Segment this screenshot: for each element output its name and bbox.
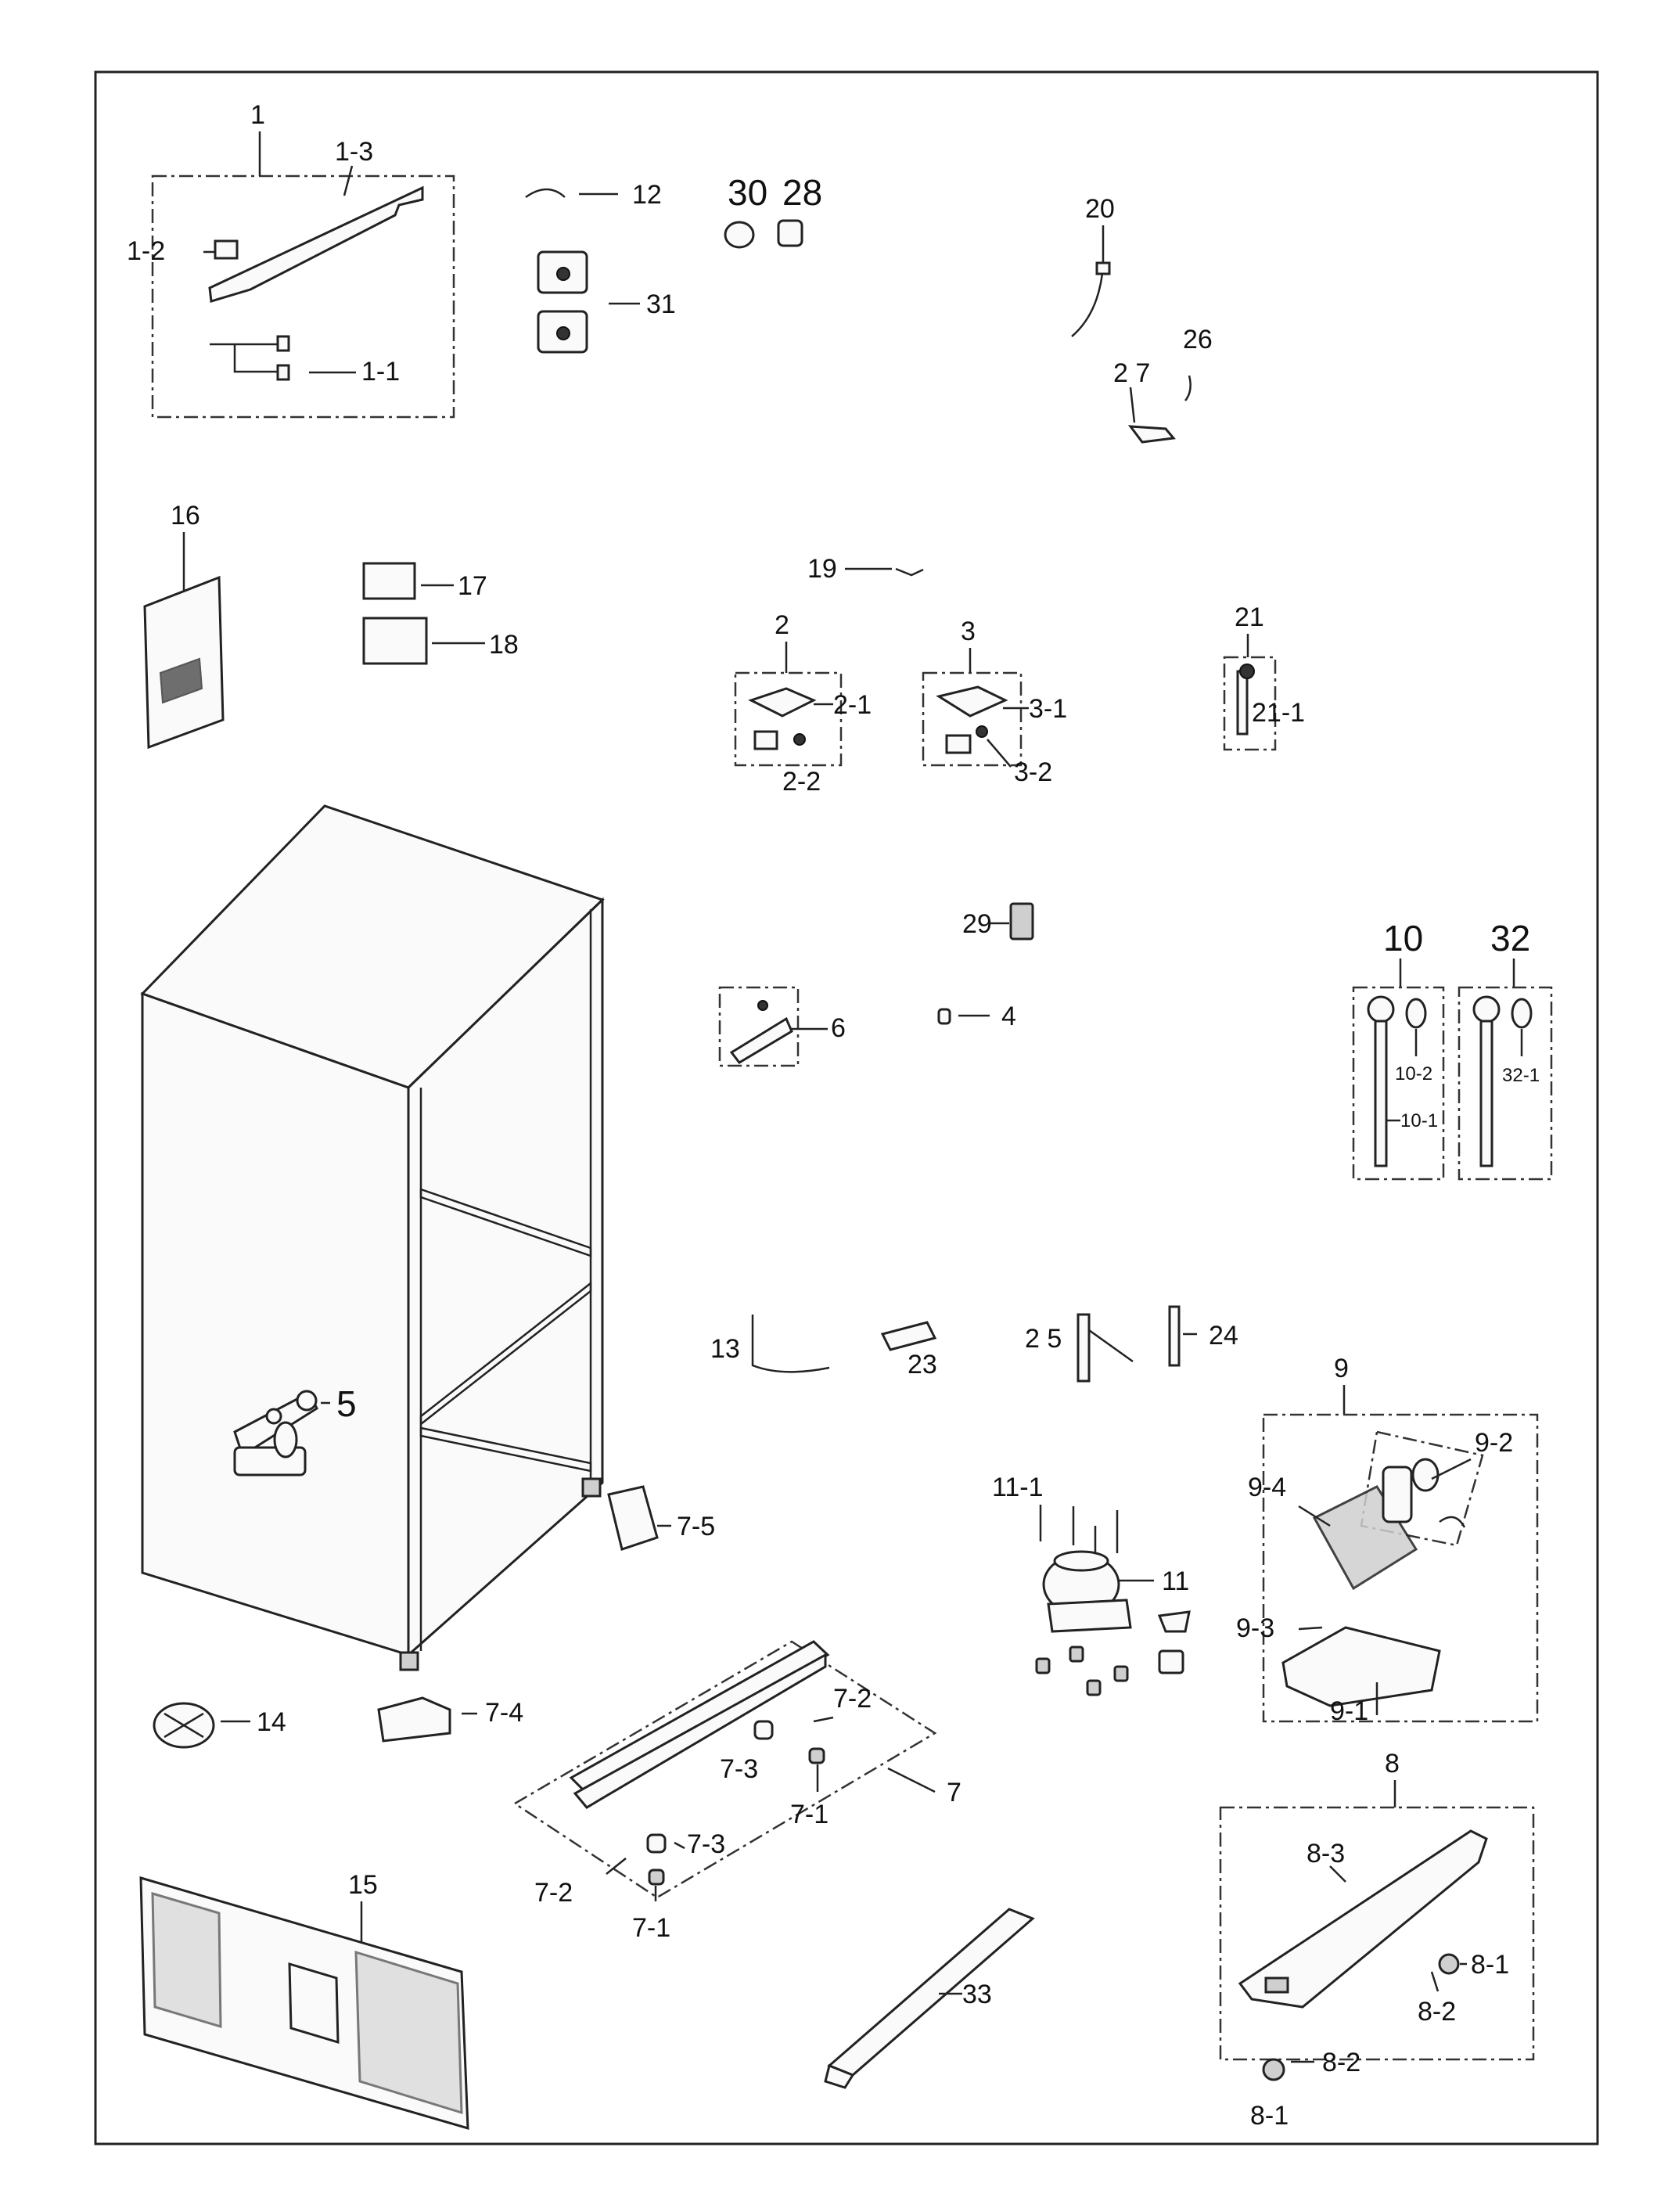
label-8-1a: 8-1 — [1471, 1950, 1509, 1980]
label-3-1: 3-1 — [1029, 694, 1067, 724]
label-28: 28 — [782, 172, 822, 213]
label-8-2a: 8-2 — [1418, 1997, 1456, 2027]
part-8-group: 8 8-3 8-1 8-2 8-2 8-1 — [1219, 1749, 1535, 2131]
part-32-group: 32 32-1 — [1458, 918, 1553, 1181]
label-27: 2 7 — [1113, 358, 1150, 388]
label-6: 6 — [831, 1013, 846, 1043]
label-7: 7 — [947, 1778, 961, 1807]
label-8-3: 8-3 — [1307, 1839, 1345, 1869]
diagram-frame — [94, 70, 1599, 2145]
label-10-2: 10-2 — [1395, 1063, 1432, 1084]
label-21-1: 21-1 — [1252, 698, 1305, 728]
parts-13-23-24-25: 13 23 2 5 24 — [710, 1305, 1238, 1383]
label-9-3: 9-3 — [1236, 1613, 1274, 1643]
label-13: 13 — [710, 1334, 740, 1364]
part-1-group: 1 1-3 1-2 1-1 — [127, 100, 455, 419]
label-5: 5 — [336, 1383, 357, 1424]
label-7-1b: 7-1 — [632, 1913, 670, 1943]
label-9: 9 — [1334, 1354, 1349, 1383]
label-10: 10 — [1383, 918, 1423, 959]
label-15: 15 — [348, 1870, 378, 1900]
label-2-2: 2-2 — [782, 767, 821, 797]
label-9-1: 9-1 — [1330, 1696, 1368, 1726]
label-21: 21 — [1235, 602, 1264, 632]
part-9-group: 9 9-2 9-4 9-3 9-1 — [1236, 1354, 1539, 1726]
label-10-1: 10-1 — [1400, 1110, 1438, 1131]
part-10-group: 10 10-2 10-1 — [1352, 918, 1445, 1181]
label-33: 33 — [962, 1980, 992, 2009]
label-14: 14 — [257, 1707, 286, 1737]
label-9-2: 9-2 — [1475, 1428, 1513, 1458]
label-7-4: 7-4 — [485, 1698, 523, 1728]
label-7-5: 7-5 — [677, 1512, 715, 1541]
part-3-group: 3 3-1 3-2 — [922, 617, 1067, 787]
label-1-1: 1-1 — [361, 357, 400, 387]
label-2-1: 2-1 — [833, 690, 872, 720]
label-8-2b: 8-2 — [1322, 2048, 1360, 2077]
label-1-3: 1-3 — [335, 137, 373, 167]
parts-12-28-30-31: 12 30 28 31 — [525, 172, 822, 354]
label-1: 1 — [250, 100, 265, 130]
label-7-2a: 7-2 — [833, 1684, 872, 1714]
part-19: 19 — [807, 554, 924, 584]
label-4: 4 — [1001, 1002, 1016, 1031]
part-2-group: 2 2-1 2-2 — [734, 610, 872, 797]
parts-7-4-7-5-14: 7-5 7-4 14 — [153, 1485, 715, 1749]
parts-29-6-4: 29 6 4 — [718, 902, 1034, 1067]
part-5: 5 — [233, 1383, 357, 1476]
label-3-2: 3-2 — [1014, 757, 1052, 787]
label-11: 11 — [1162, 1566, 1189, 1596]
label-7-3a: 7-3 — [720, 1754, 758, 1784]
label-30: 30 — [728, 172, 767, 213]
part-21-group: 21 21-1 — [1223, 602, 1305, 751]
label-11-1: 11-1 — [992, 1473, 1044, 1502]
part-15-panel: 15 — [139, 1870, 469, 2131]
label-25: 2 5 — [1025, 1324, 1062, 1354]
label-16: 16 — [171, 501, 200, 531]
label-32-1: 32-1 — [1502, 1065, 1540, 1086]
label-31: 31 — [646, 290, 676, 319]
label-18: 18 — [489, 630, 519, 660]
part-33: 33 — [824, 1908, 1035, 2089]
parts-20-26-27: 20 26 2 7 — [1071, 194, 1213, 444]
label-26: 26 — [1183, 325, 1213, 354]
label-9-4: 9-4 — [1248, 1473, 1286, 1502]
label-7-3b: 7-3 — [687, 1829, 725, 1859]
label-7-1a: 7-1 — [790, 1800, 828, 1829]
refrigerator-cabinet — [140, 804, 605, 1671]
label-3: 3 — [961, 617, 976, 646]
label-19: 19 — [807, 554, 837, 584]
label-29: 29 — [962, 909, 992, 939]
label-17: 17 — [458, 571, 487, 601]
label-2: 2 — [775, 610, 789, 640]
label-24: 24 — [1209, 1321, 1238, 1351]
label-1-2: 1-2 — [127, 236, 165, 266]
part-7-group: 7-1 7-2 7-3 7 7-1 7-2 7-3 — [512, 1640, 961, 1943]
label-7-2b: 7-2 — [534, 1878, 573, 1908]
parts-16-17-18: 16 17 18 — [143, 501, 519, 750]
label-8-1b: 8-1 — [1250, 2101, 1289, 2131]
label-23: 23 — [908, 1350, 937, 1379]
label-32: 32 — [1490, 918, 1530, 959]
label-20: 20 — [1085, 194, 1115, 224]
part-11-compressor: 11-1 11 — [992, 1473, 1191, 1696]
label-12: 12 — [632, 180, 662, 210]
label-8: 8 — [1385, 1749, 1400, 1779]
